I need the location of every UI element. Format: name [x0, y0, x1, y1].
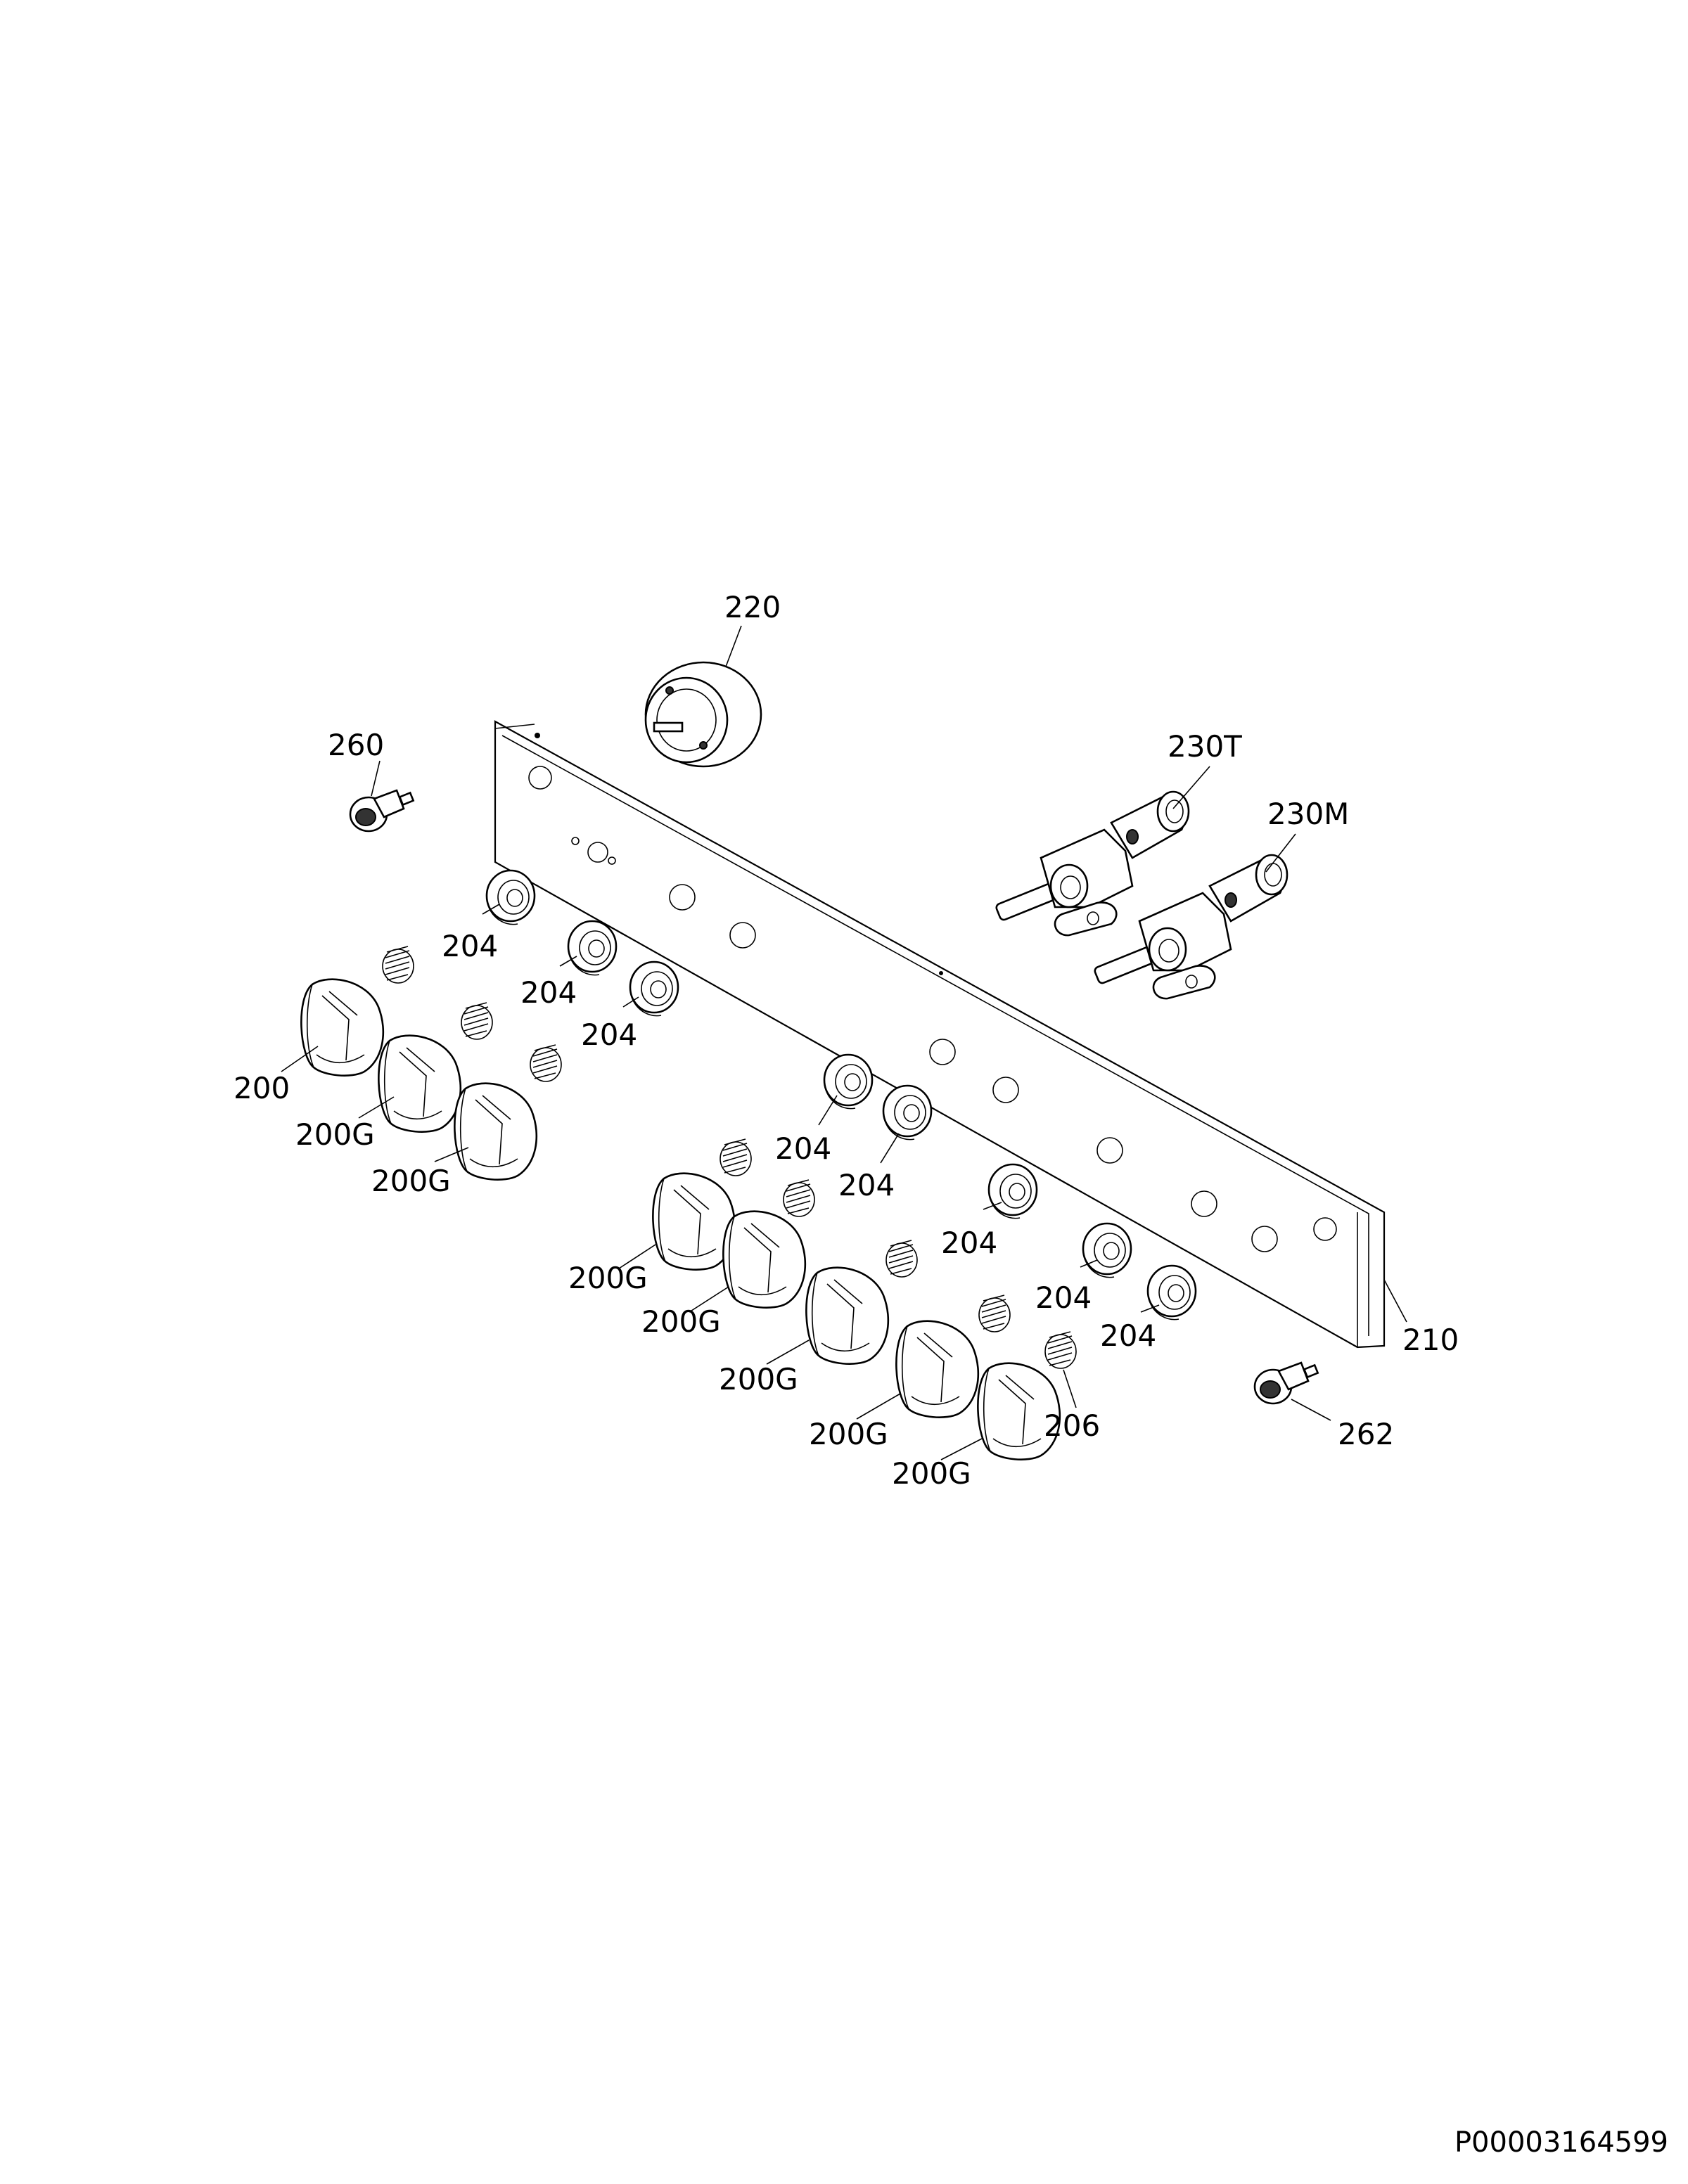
- control-panel-210: [494, 720, 1386, 1349]
- gas-valve-230M: [1092, 833, 1296, 1000]
- label-260: 260: [328, 728, 384, 762]
- label-210: 210: [1402, 1323, 1459, 1357]
- label-204-3: 204: [581, 1017, 637, 1052]
- label-200G-3: 200G: [568, 1261, 648, 1295]
- label-200G-2: 200G: [371, 1164, 451, 1198]
- label-204-8: 204: [1100, 1318, 1156, 1353]
- label-230M: 230M: [1267, 797, 1349, 831]
- indicator-lamp-260: [349, 760, 414, 833]
- document-id: P00003164599: [1454, 2126, 1668, 2159]
- label-220: 220: [724, 590, 781, 624]
- label-204-7: 204: [1035, 1280, 1092, 1315]
- label-204-5: 204: [838, 1168, 895, 1202]
- label-200G-1: 200G: [295, 1117, 375, 1152]
- label-204-6: 204: [941, 1226, 997, 1260]
- gas-valve-230T: [994, 766, 1210, 937]
- label-204-2: 204: [520, 975, 577, 1010]
- bezels-204: [482, 869, 1197, 1321]
- label-204-4: 204: [775, 1131, 831, 1166]
- indicator-lamp-262: [1253, 1361, 1331, 1421]
- label-262: 262: [1338, 1417, 1394, 1451]
- label-200G-4: 200G: [641, 1304, 721, 1339]
- label-206: 206: [1044, 1408, 1100, 1443]
- knobs: [281, 978, 1061, 1460]
- label-200G-6: 200G: [809, 1417, 888, 1451]
- label-200G-7: 200G: [892, 1456, 971, 1491]
- label-204-1: 204: [442, 929, 498, 963]
- spring-206-leader: [1063, 1369, 1077, 1408]
- label-200G-5: 200G: [719, 1362, 798, 1396]
- timer-220: [644, 625, 762, 768]
- label-200: 200: [234, 1071, 290, 1105]
- label-230T: 230T: [1168, 729, 1242, 764]
